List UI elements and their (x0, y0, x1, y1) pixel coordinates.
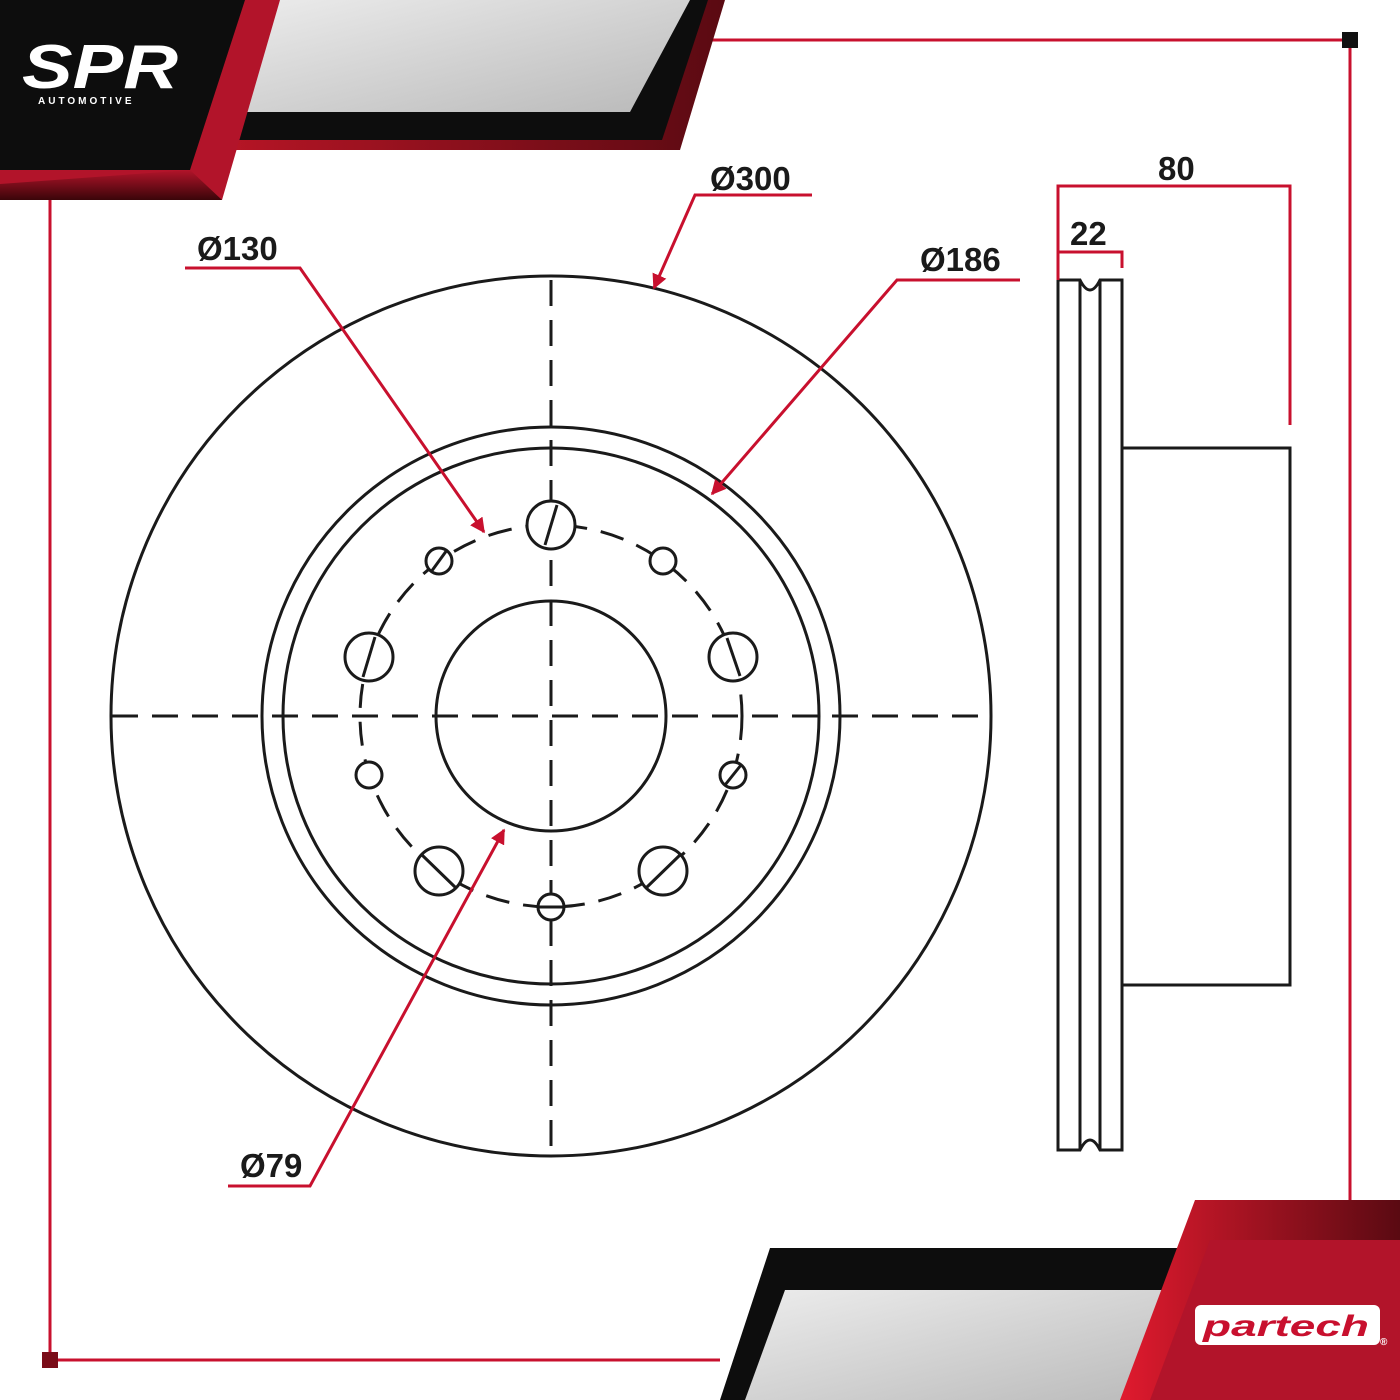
centerlines (112, 280, 990, 1155)
label-thickness: 22 (1070, 215, 1107, 252)
top-banner (0, 0, 725, 200)
bolt-hole-mark (725, 637, 742, 677)
leader-height (1056, 184, 1292, 425)
side-outline (1056, 278, 1124, 1152)
label-height: 80 (1158, 150, 1195, 187)
label-outer-diameter: Ø300 (710, 160, 791, 197)
frame (48, 38, 1352, 1362)
dimension-leaders (185, 184, 1292, 1188)
disc-outer-circle (109, 274, 993, 1158)
label-bolt-circle: Ø130 (197, 230, 278, 267)
disc-side-view (1056, 278, 1292, 1152)
bolt-hole-mark (361, 636, 377, 678)
small-hole-mark (429, 549, 449, 573)
leader-friction-inner (710, 278, 1020, 496)
small-hole-mark (723, 764, 743, 786)
bolt-hole-mark (543, 504, 559, 546)
leader-center-bore (228, 828, 506, 1188)
frame-corner-bottom-left (42, 1352, 58, 1368)
label-center-bore: Ø79 (240, 1147, 302, 1184)
label-friction-inner: Ø186 (920, 241, 1001, 278)
leader-bolt-circle (185, 266, 486, 534)
bolt-hole-marks (361, 504, 742, 890)
small-hole (648, 546, 678, 576)
spr-logo: SPR AUTOMOTIVE (22, 33, 178, 107)
partech-registered-mark: ® (1380, 1337, 1388, 1348)
partech-logo: partech ® (1195, 1305, 1388, 1348)
partech-logo-text: partech (1201, 1310, 1369, 1343)
hat-profile (1122, 446, 1292, 987)
bolt-hole-mark (420, 853, 458, 890)
leader-thickness (1056, 250, 1124, 280)
bottom-banner (720, 1200, 1400, 1400)
bolt-circle (358, 523, 744, 909)
frame-corner-top-right (1342, 32, 1358, 48)
center-bore-circle (434, 599, 668, 833)
small-hole-marks (429, 549, 743, 909)
leader-outer-diameter (652, 193, 812, 290)
spr-logo-text: SPR (22, 33, 178, 102)
bolt-hole-mark (644, 853, 682, 890)
partech-logo-badge (1195, 1305, 1380, 1345)
small-hole (354, 760, 384, 790)
spr-logo-subtext: AUTOMOTIVE (38, 96, 134, 107)
